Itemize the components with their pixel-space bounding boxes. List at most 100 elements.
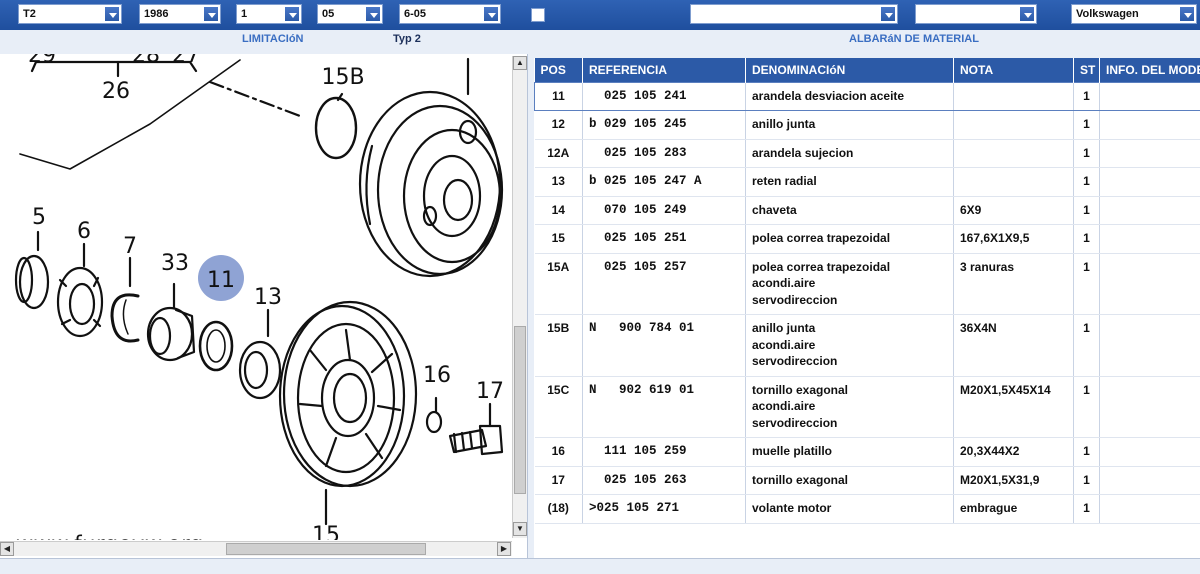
diagram-vertical-scrollbar[interactable]: ▲ ▼ [512, 56, 527, 538]
column-header-note[interactable]: NOTA [953, 58, 1074, 82]
cell-model-info [1099, 139, 1200, 168]
scroll-left-icon[interactable]: ◀ [0, 542, 14, 556]
chevron-down-icon[interactable] [284, 6, 300, 22]
cell-note: 167,6X1X9,5 [953, 224, 1074, 254]
cell-st: 1 [1073, 466, 1100, 495]
exploded-diagram-panel: 29 28 27 26 15B 5 6 7 33 11 13 16 17 15 … [0, 54, 528, 558]
scroll-down-icon[interactable]: ▼ [513, 522, 527, 536]
diagram-horizontal-scrollbar[interactable]: ◀ ▶ [0, 541, 512, 556]
column-header-denomination[interactable]: DENOMINACIóN [745, 58, 954, 82]
cell-st: 1 [1073, 196, 1100, 225]
cell-reference: 025 105 241 [582, 81, 746, 111]
cell-pos: 15C [534, 376, 583, 438]
callout-5: 5 [32, 205, 46, 230]
callout-15b: 15B [321, 65, 364, 90]
cell-pos: 16 [534, 437, 583, 467]
highlight-marker [198, 255, 244, 301]
cell-reference: >025 105 271 [582, 494, 746, 524]
page-combo-value: 6-05 [404, 8, 427, 20]
cell-denomination: chaveta [745, 196, 954, 225]
cell-denomination: tornillo exagonal [745, 466, 954, 495]
column-header-pos[interactable]: POS [534, 58, 583, 82]
cell-reference: 025 105 283 [582, 139, 746, 168]
chevron-down-icon[interactable] [1179, 6, 1195, 22]
scroll-up-icon[interactable]: ▲ [513, 56, 527, 70]
callout-7: 7 [123, 234, 137, 259]
type-label: Typ 2 [393, 33, 421, 45]
subgroup-combo[interactable]: 05 [317, 4, 383, 24]
cell-st: 1 [1073, 139, 1100, 168]
cell-note [953, 81, 1074, 111]
cell-st: 1 [1073, 376, 1100, 438]
vertical-scroll-thumb[interactable] [514, 326, 526, 494]
cell-note: M20X1,5X45X14 [953, 376, 1074, 438]
search-a-combo[interactable] [690, 4, 898, 24]
chevron-down-icon[interactable] [104, 6, 120, 22]
cell-pos: 17 [534, 466, 583, 495]
cell-model-info [1099, 196, 1200, 225]
chevron-down-icon[interactable] [483, 6, 499, 22]
denomination-line: tornillo exagonal [752, 472, 849, 487]
cell-pos: 13 [534, 167, 583, 197]
scroll-right-icon[interactable]: ▶ [497, 542, 511, 556]
column-header-reference[interactable]: REFERENCIA [582, 58, 746, 82]
cell-model-info [1099, 224, 1200, 254]
page-combo[interactable]: 6-05 [399, 4, 501, 24]
model-combo-value: T2 [23, 8, 36, 20]
denomination-line: acondi.aire [752, 399, 816, 413]
chevron-down-icon[interactable] [365, 6, 381, 22]
table-header-row: POS REFERENCIA DENOMINACIóN NOTA ST INFO… [534, 58, 1200, 82]
cell-note: 6X9 [953, 196, 1074, 225]
cell-model-info [1099, 376, 1200, 438]
horizontal-scroll-thumb[interactable] [226, 543, 426, 555]
callout-11[interactable]: 11 [207, 268, 235, 293]
group-combo-value: 1 [241, 8, 248, 20]
table-row[interactable]: 17 025 105 263 tornillo exagonal M20X1,5X3… [534, 466, 1200, 495]
option-checkbox[interactable] [531, 8, 545, 22]
denomination-line: servodireccion [752, 354, 838, 368]
cell-note [953, 139, 1074, 168]
callout-28: 28 [132, 54, 160, 68]
search-b-combo[interactable] [915, 4, 1037, 24]
brand-combo[interactable]: Volkswagen [1071, 4, 1197, 24]
cell-note: M20X1,5X31,9 [953, 466, 1074, 495]
exploded-diagram[interactable]: 29 28 27 26 15B 5 6 7 33 11 13 16 17 15 … [0, 54, 510, 540]
cell-pos: 15 [534, 224, 583, 254]
callout-6: 6 [77, 219, 91, 244]
model-combo[interactable]: T2 [18, 4, 122, 24]
callout-29: 29 [28, 54, 56, 68]
cell-note: 36X4N [953, 314, 1074, 377]
cell-note [953, 167, 1074, 197]
chevron-down-icon[interactable] [880, 6, 896, 22]
cell-reference: 025 105 263 [582, 466, 746, 495]
brand-combo-value: Volkswagen [1076, 8, 1139, 20]
column-header-st[interactable]: ST [1073, 58, 1100, 82]
cell-pos: 12A [534, 139, 583, 168]
cell-model-info [1099, 110, 1200, 140]
chevron-down-icon[interactable] [203, 6, 219, 22]
chevron-down-icon[interactable] [1019, 6, 1035, 22]
year-combo[interactable]: 1986 [139, 4, 221, 24]
denomination-line: acondi.aire [752, 337, 816, 352]
cell-denomination: polea correa trapezoidal [745, 224, 954, 254]
column-header-model-info[interactable]: INFO. DEL MODELO [1099, 58, 1200, 82]
limitation-label: LIMITACIóN [242, 33, 304, 45]
denomination-line: volante motor [752, 501, 832, 515]
cell-reference: 111 105 259 [582, 437, 746, 467]
filter-toolbar: T2 1986 1 05 6-05 Volkswagen [0, 0, 1200, 30]
cell-denomination: arandela desviacion aceite [745, 81, 954, 111]
group-combo[interactable]: 1 [236, 4, 302, 24]
cell-reference: N 902 619 01 [582, 376, 746, 438]
